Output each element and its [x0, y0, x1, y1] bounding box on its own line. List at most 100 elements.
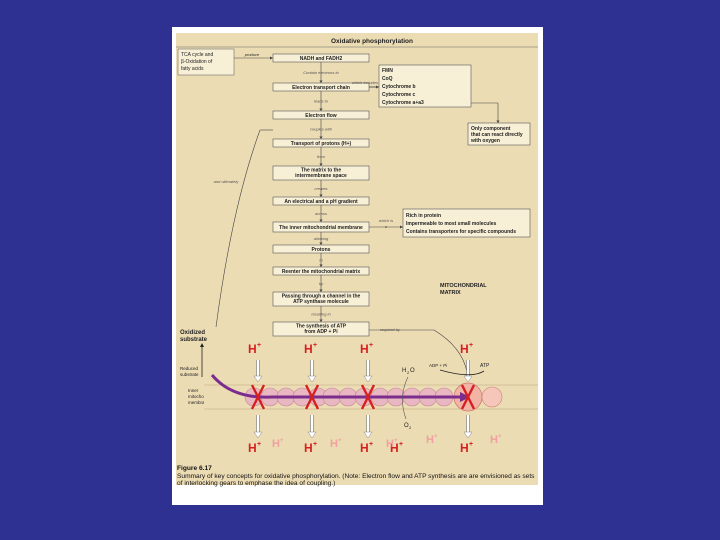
oxygen-note-line-3: with oxygen	[470, 138, 500, 144]
flow-box-9-label: Reenter the mitochondrial matrix	[282, 269, 361, 275]
components-box	[378, 64, 472, 108]
figure-number: Figure 6.17	[177, 465, 212, 472]
inner-membrane-label-1: Inner	[188, 388, 199, 393]
left-side-label: and ultimately	[214, 179, 240, 184]
oxygen-label-o: O	[404, 423, 409, 429]
h-plus-bottom-5: H	[460, 441, 469, 455]
h-plus-pale-5: H	[490, 434, 498, 446]
flow-connector-head-10	[319, 319, 323, 322]
h-plus-top-1: H	[248, 342, 257, 356]
h-plus-top-sup-1: +	[257, 342, 261, 349]
atp-synthase-gear-2	[481, 386, 503, 408]
flow-connector-head-6	[319, 219, 323, 222]
h-plus-pale-1: H	[272, 438, 280, 450]
left-loop-curve	[215, 129, 261, 328]
flow-box-8-label: Protons	[312, 247, 331, 253]
membrane-note-line-1: Rich in protein	[406, 213, 441, 219]
etc-to-components-head	[376, 85, 379, 89]
flow-box-5-label-2: intermembrane space	[295, 173, 347, 179]
flow-box-3-label: Electron flow	[305, 113, 337, 119]
flow-connector-head-2	[319, 108, 323, 111]
h-plus-bottom-1: H	[248, 441, 257, 455]
component-2: CoQ	[382, 76, 393, 82]
concept-map-panel	[176, 33, 538, 485]
flow-box-5-label-1: The matrix to the	[301, 168, 342, 174]
membrane-note-box	[402, 208, 531, 238]
membrane-note-line-3: Contains transporters for specific compo…	[406, 229, 516, 235]
h-plus-pale-3: H	[386, 438, 394, 450]
matrix-label-2: MATRIX	[440, 290, 461, 296]
proton-arrow-down-head-4	[463, 431, 473, 439]
proton-arrow-up-head-4	[463, 375, 473, 383]
water-label-o: O	[410, 368, 415, 374]
etc-link-label: which includes	[352, 80, 378, 85]
source-arrow-label: produce	[244, 52, 260, 57]
flow-box-7-label: The inner mitochondrial membrane	[279, 225, 363, 231]
h-plus-pale-sup-5: +	[498, 434, 502, 440]
flow-connector-head-7	[319, 242, 323, 245]
h-plus-top-3: H	[360, 342, 369, 356]
flow-link-label-2: leads to	[314, 99, 329, 104]
flow-box-1-label: NADH and FADH2	[300, 56, 343, 62]
oxidized-label-1: Oxidized	[180, 330, 205, 336]
h-plus-top-sup-2: +	[313, 342, 317, 349]
h-plus-bottom-sup-5: +	[469, 441, 473, 448]
flow-connector-head-9	[319, 289, 323, 292]
h-plus-pale-sup-1: +	[280, 438, 284, 444]
h-plus-bottom-3: H	[360, 441, 369, 455]
h-plus-pale-sup-2: +	[338, 438, 342, 444]
membrane-link-label-2: a	[385, 224, 388, 229]
diagram-title: Oxidative phosphorylation	[331, 38, 413, 45]
h-plus-bottom-sup-3: +	[369, 441, 373, 448]
component-5: Cytochrome a+a3	[382, 100, 424, 106]
proton-pump-bottom-4	[460, 394, 476, 410]
flow-box-11-label-2: from ADP + Pi	[304, 329, 338, 335]
source-note-line-1: TCA cycle and	[181, 52, 213, 58]
oxygen-note-line-2: that can react directly	[471, 132, 523, 138]
flow-link-label-10: resulting in	[311, 312, 331, 317]
h-plus-pale-sup-3: +	[394, 438, 398, 444]
water-label-sub: 2	[407, 370, 410, 375]
atp-link-curve	[433, 329, 468, 373]
flow-link-label-7: allowing	[314, 236, 329, 241]
flow-link-label-6: across	[315, 211, 327, 216]
flow-link-label-3: couples with	[310, 127, 333, 132]
electron-flow-arrow	[210, 374, 462, 399]
proton-pump-bottom-3	[360, 394, 376, 410]
water-label-h: H	[402, 368, 406, 374]
reduced-label-2: substrate	[180, 372, 199, 377]
flow-link-label-8: to	[319, 258, 323, 263]
atp-label: ATP	[480, 363, 490, 369]
adp-atp-curve	[439, 369, 485, 376]
flow-box-11	[272, 321, 370, 337]
water-oxygen-curve	[402, 376, 409, 420]
h-plus-top-sup-3: +	[369, 342, 373, 349]
flow-box-10-label-1: Passing through a channel in the	[282, 294, 361, 300]
substrate-arrow-head	[200, 343, 204, 347]
source-note-line-3: fatty acids	[181, 66, 204, 72]
oxygen-link-head	[496, 120, 500, 123]
h-plus-bottom-2: H	[304, 441, 313, 455]
h-plus-bottom-sup-4: +	[399, 441, 403, 448]
source-note-line-2: β-Oxidation of	[181, 59, 213, 65]
flow-connector-head-1	[319, 80, 323, 83]
membrane-note-line-2: Impermeable to most small molecules	[406, 221, 497, 227]
proton-arrow-up-head-3	[363, 375, 373, 383]
inner-membrane-label-3: membrane	[188, 400, 210, 405]
figure-caption-text: Summary of key concepts for oxidative ph…	[177, 472, 535, 488]
oxygen-label-sub: 2	[409, 425, 412, 430]
flow-box-6-label: An electrical and a pH gradient	[284, 199, 358, 205]
component-1: FMN	[382, 68, 393, 74]
proton-pump-bottom-2	[304, 394, 320, 410]
membrane-link-head	[400, 225, 403, 229]
h-plus-top-2: H	[304, 342, 313, 356]
oxygen-note-box	[467, 122, 531, 146]
source-note-box	[177, 48, 235, 76]
inner-membrane-label-2: mitochondrial	[188, 394, 215, 399]
reduced-label-1: Reduced	[180, 366, 199, 371]
proton-arrow-up-head-1	[253, 375, 263, 383]
h-plus-bottom-sup-1: +	[257, 441, 261, 448]
flow-connector-head-4	[319, 163, 323, 166]
